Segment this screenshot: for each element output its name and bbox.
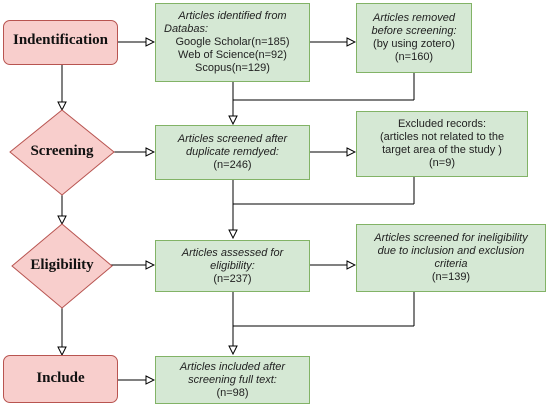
- eligibility-stage-label: Eligibility: [30, 257, 94, 273]
- assessed-box: Articles assessed for eligibility: (n=23…: [155, 240, 310, 292]
- eligibility-diamond: [11, 223, 113, 309]
- assessed-title-2: eligibility:: [210, 259, 255, 272]
- ineligible-title-3: criteria: [434, 258, 468, 270]
- ineligible-title-2: due to inclusion and exclusion: [377, 245, 525, 257]
- screened-title-2: duplicate remdyed:: [186, 146, 279, 158]
- screened-count: (n=246): [213, 159, 252, 171]
- excluded-reason-1: (articles not related to the: [379, 131, 505, 143]
- identification-stage-label: Indentification: [12, 32, 108, 48]
- removed-title-2: before screening:: [371, 25, 457, 37]
- assessed-count: (n=237): [213, 272, 252, 285]
- excluded-reason-2: target area of the study ): [382, 144, 502, 156]
- ineligible-count: (n=139): [431, 271, 471, 283]
- included-title-1: Articles included after: [179, 360, 286, 373]
- included-title-2: screening full text:: [188, 373, 277, 386]
- identification-stage-box: [3, 20, 118, 65]
- removed-method: (by using zotero): [373, 38, 455, 50]
- identified-box: Articles identified from Databas: Google…: [155, 3, 310, 82]
- include-stage-label: Include: [36, 370, 85, 386]
- screening-diamond: [9, 109, 115, 196]
- included-box: Articles included after screening full t…: [155, 356, 310, 404]
- identified-title-2: Databas:: [164, 23, 209, 35]
- ineligible-title-1: Articles screened for ineligibility: [374, 232, 528, 244]
- excluded-box: Excluded records: (articles not related …: [356, 111, 528, 177]
- include-stage-box: [3, 355, 118, 403]
- assessed-title-1: Articles assessed for: [181, 246, 284, 259]
- excluded-count: (n=9): [429, 157, 455, 169]
- identified-web-of-science: Web of Science(n=92): [178, 49, 287, 61]
- removed-box: Articles removed before screening: (by u…: [356, 3, 472, 73]
- identified-scopus: Scopus(n=129): [195, 62, 270, 74]
- removed-count: (n=160): [394, 51, 434, 63]
- identified-google-scholar: Google Scholar(n=185): [175, 36, 290, 48]
- excluded-title: Excluded records:: [397, 118, 487, 130]
- screened-title-1: Articles screened after: [177, 133, 288, 145]
- screening-stage-label: Screening: [30, 143, 94, 159]
- ineligible-box: Articles screened for ineligibility due …: [356, 224, 546, 292]
- removed-title-1: Articles removed: [373, 12, 455, 24]
- included-count: (n=98): [216, 386, 249, 399]
- screened-box: Articles screened after duplicate remdye…: [155, 125, 310, 180]
- identified-title-1: Articles identified from: [178, 10, 287, 22]
